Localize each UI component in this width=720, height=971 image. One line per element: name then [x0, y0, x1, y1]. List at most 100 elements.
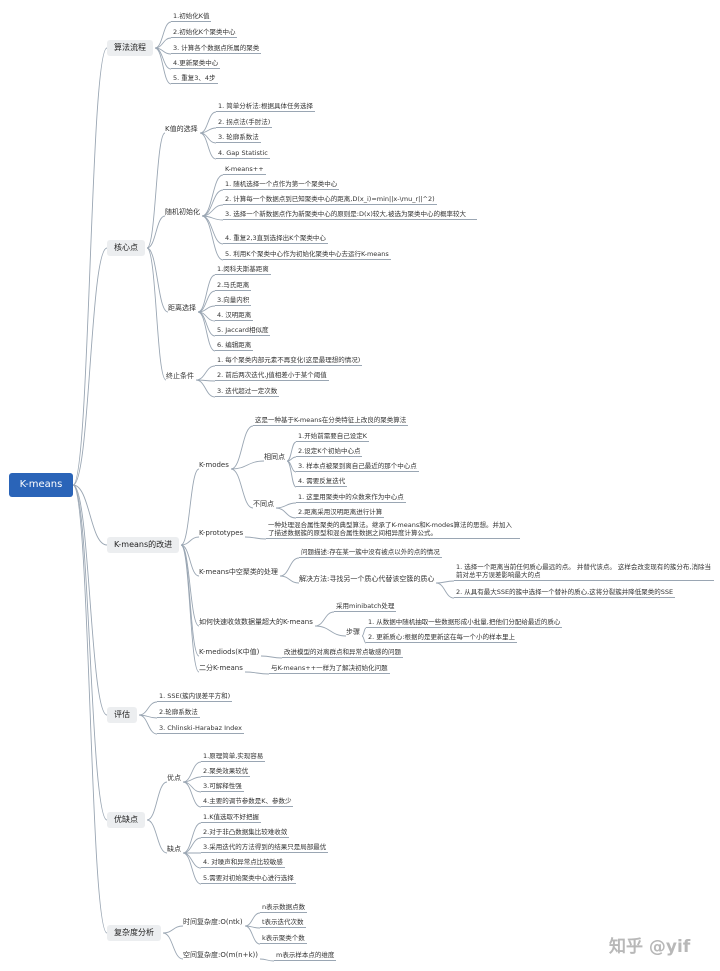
improve-kmodes: K-modes — [199, 461, 229, 469]
cons-item: 4. 对噪声和异常点比较敏感 — [201, 858, 285, 868]
connector-line — [275, 502, 297, 509]
branch-complexity: 复杂度分析 — [107, 925, 161, 941]
stop-item: 3. 迭代超过一定次数 — [215, 387, 280, 397]
eval-item: 1. SSE(簇内误差平方和) — [157, 692, 233, 702]
connector-line — [199, 132, 217, 160]
kmodes-same: 相同点 — [264, 453, 285, 461]
bigdata-mini: 采用minibatch处理 — [334, 602, 397, 612]
connector-line — [275, 507, 297, 519]
stop-item: 1. 每个聚类内部元素不再变化(这是最理想的情况) — [215, 356, 363, 366]
connector-line — [146, 215, 166, 249]
algo-step: 4.更新聚类中心 — [171, 59, 221, 69]
improve-kproto: K-prototypes — [199, 529, 244, 537]
init-item: 5. 利用K个聚类中心作为初始化聚类中心去运行K-means — [223, 250, 391, 260]
connector-line — [201, 189, 224, 217]
init-item: 1. 随机选择一个点作为第一个聚类中心 — [223, 180, 340, 190]
kmodes-same-item: 1.开始前需要自己设定K — [296, 432, 369, 442]
init-item: 4. 重复2,3直到选择出K个聚类中心 — [223, 234, 328, 244]
time-item: n表示数据点数 — [260, 903, 308, 913]
cons-item: 5.需要对初始聚类中心进行选择 — [201, 874, 296, 884]
kmodes-same-item: 4. 需要反复迭代 — [296, 477, 348, 487]
connector-line — [72, 484, 108, 716]
bigdata-step: 2. 更新质心:根据的是更新这在每一个小的样本里上 — [366, 633, 517, 643]
connector-line — [162, 932, 184, 960]
connector-line — [72, 47, 108, 486]
connector-line — [314, 625, 347, 637]
time-item: k表示聚类个数 — [260, 934, 307, 944]
connector-line — [154, 47, 172, 85]
pros-item: 1.原理简单,实现容易 — [201, 752, 266, 762]
k-select-item: 2. 拐点法(手肘法) — [216, 118, 273, 128]
k-select-item: 4. Gap Statistic — [216, 149, 270, 159]
connector-line — [180, 536, 200, 546]
connector-line — [180, 544, 200, 673]
connector-line — [154, 21, 172, 49]
connector-line — [162, 925, 184, 934]
improve-kmedoids: K-mediods(K中值) — [199, 648, 260, 656]
connector-line — [182, 837, 202, 854]
connector-line — [230, 425, 254, 470]
bigdata-step: 1. 从数据中随机抽取一些数据形成小批量,把他们分配给最近的质心 — [366, 618, 563, 628]
connector-line — [361, 635, 367, 644]
k-select-item: 3. 轮廓系数法 — [216, 133, 261, 143]
kmodes-same-item: 3. 样本点被聚到离自己最近的那个中心点 — [296, 462, 419, 472]
core-stop: 终止条件 — [166, 372, 194, 380]
connector-line — [146, 247, 167, 381]
connector-line — [244, 671, 270, 675]
space-item: m表示样本点的维度 — [274, 951, 337, 961]
kmodes-diff: 不同点 — [253, 500, 274, 508]
connector-line — [286, 460, 297, 488]
connector-line — [286, 456, 297, 462]
connector-line — [230, 468, 254, 509]
distance-item: 5. Jaccard相似度 — [215, 326, 271, 336]
connector-line — [244, 912, 261, 927]
connector-line — [195, 379, 216, 398]
branch-core: 核心点 — [107, 240, 145, 256]
init-item: K-means++ — [223, 165, 266, 175]
kmodes-diff-item: 2.距离采用汉明距离进行计算 — [296, 508, 385, 518]
distance-item: 1.闵科夫斯基距离 — [215, 265, 271, 275]
connector-line — [259, 958, 275, 962]
connector-line — [138, 701, 158, 716]
connector-line — [182, 822, 202, 854]
cons-item: 2.对于非凸数据集比较难收敛 — [201, 828, 290, 838]
branch-algo: 算法流程 — [107, 40, 153, 56]
cons-item: 1.K值选取不好把握 — [201, 813, 261, 823]
eval-item: 3. Chlinski-Harabaz Index — [157, 724, 244, 734]
eval-item: 2.轮廓系数法 — [157, 708, 200, 718]
connector-line — [146, 247, 169, 313]
zhihu-watermark: 知乎 @yif — [609, 937, 691, 957]
improve-bisect: 二分K-means — [199, 664, 243, 672]
kmodes-diff-item: 1. 这里用聚类中的众数来作为中心点 — [296, 493, 406, 503]
connector-line — [72, 247, 108, 486]
empty-solve-item: 2. 从具有最大SSE的簇中选择一个替补的质心,这将分裂簇并降低聚类的SSE — [454, 588, 676, 598]
kproto-desc: 一种处理混合属性聚类的典型算法。继承了K-means和K-modes算法的思想。… — [266, 521, 520, 539]
time-item: t表示迭代次数 — [260, 918, 306, 928]
connector-line — [230, 460, 265, 470]
algo-step: 2.初始化K个聚类中心 — [171, 28, 238, 38]
bisect-desc: 与K-means++一样为了解决初始化问题 — [269, 664, 390, 674]
connector-line — [435, 582, 455, 599]
branch-eval: 评估 — [107, 707, 137, 723]
pros-item: 2.聚类效果较优 — [201, 767, 251, 777]
kmodes-same-item: 2.设定K个初始中心点 — [296, 447, 363, 457]
branch-proscons: 优缺点 — [107, 812, 145, 828]
connector-line — [286, 441, 297, 462]
cons-title: 缺点 — [167, 845, 181, 853]
core-distance: 距离选择 — [168, 304, 196, 312]
improve-bigdata: 如何快速收敛数据量超大的K-means — [199, 618, 313, 626]
connector-line — [244, 536, 267, 540]
connector-line — [199, 111, 217, 134]
connector-line — [182, 852, 202, 885]
connector-line — [180, 468, 200, 546]
connector-line — [72, 484, 108, 934]
connector-line — [146, 132, 166, 249]
connector-line — [201, 215, 224, 261]
connector-line — [279, 575, 300, 584]
stop-item: 2. 前后两次迭代,J值相差小于某个阈值 — [215, 371, 329, 381]
connector-line — [244, 925, 261, 945]
init-item: 2. 计算每一个数据点到已知聚类中心的距离,D(x_i)=min||x-\mu_… — [223, 195, 437, 205]
init-item: 3. 选择一个新数据点作为新聚类中心的原则是:D(x)较大,被选为聚类中心的概率… — [223, 210, 477, 220]
connector-line — [146, 819, 168, 854]
distance-item: 4. 汉明距离 — [215, 311, 254, 321]
